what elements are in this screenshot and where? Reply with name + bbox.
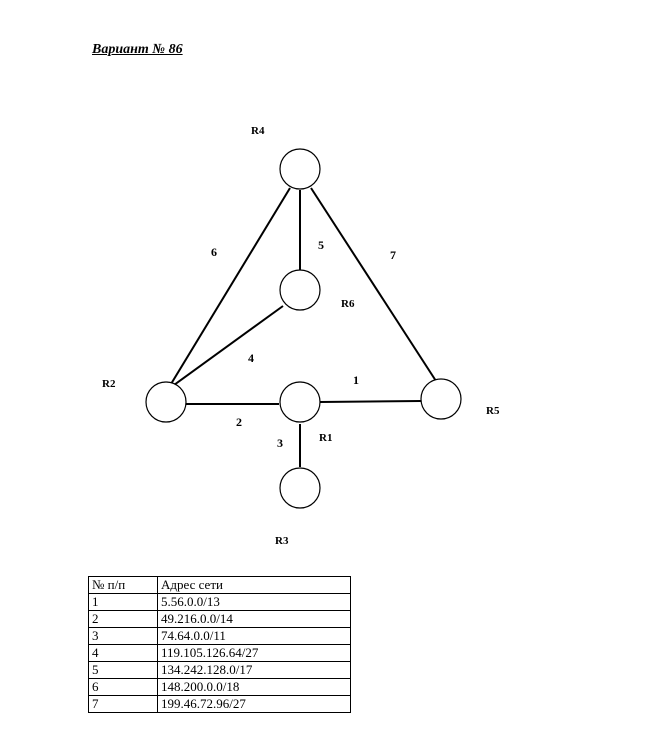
edge-7 [310, 187, 437, 382]
edge-label-5: 5 [318, 238, 324, 252]
node-label-R2: R2 [102, 378, 116, 390]
edge-6 [170, 187, 291, 385]
network-diagram: R1 R2 R3 R4 R5 R6 1 2 3 4 5 6 7 [102, 125, 500, 547]
row-address: 119.105.126.64/27 [157, 644, 351, 662]
row-number: 4 [88, 644, 158, 662]
row-number: 7 [88, 695, 158, 713]
table-row: 4 119.105.126.64/27 [88, 644, 351, 662]
table-row: 6 148.200.0.0/18 [88, 678, 351, 696]
node-R1 [279, 381, 321, 423]
row-number: 3 [88, 627, 158, 645]
node-label-R6: R6 [341, 298, 355, 310]
row-number: 6 [88, 678, 158, 696]
table-row: 3 74.64.0.0/11 [88, 627, 351, 645]
node-R3 [279, 467, 321, 509]
row-address: 74.64.0.0/11 [157, 627, 351, 645]
variant-title: Вариант № 86 [92, 42, 183, 57]
table-row: 2 49.216.0.0/14 [88, 610, 351, 628]
node-R5 [420, 378, 462, 420]
edge-label-6: 6 [211, 245, 217, 259]
table-row: 1 5.56.0.0/13 [88, 593, 351, 611]
edge-label-7: 7 [390, 248, 396, 262]
row-number: 2 [88, 610, 158, 628]
node-R6 [279, 269, 321, 311]
column-header-number: № п/п [88, 576, 158, 594]
row-address: 148.200.0.0/18 [157, 678, 351, 696]
table-row: 7 199.46.72.96/27 [88, 695, 351, 713]
edge-label-2: 2 [236, 415, 242, 429]
row-address: 199.46.72.96/27 [157, 695, 351, 713]
row-number: 5 [88, 661, 158, 679]
table-row: 5 134.242.128.0/17 [88, 661, 351, 679]
network-address-table: № п/п Адрес сети 1 5.56.0.0/13 2 49.216.… [88, 576, 351, 713]
edge-label-3: 3 [277, 436, 283, 450]
table-header-row: № п/п Адрес сети [88, 576, 351, 594]
node-R4 [279, 148, 321, 190]
row-address: 134.242.128.0/17 [157, 661, 351, 679]
row-number: 1 [88, 593, 158, 611]
node-R2 [145, 381, 187, 423]
edge-label-1: 1 [353, 373, 359, 387]
column-header-address: Адрес сети [157, 576, 351, 594]
edge-4 [173, 305, 284, 386]
row-address: 5.56.0.0/13 [157, 593, 351, 611]
node-label-R3: R3 [275, 535, 289, 547]
node-label-R1: R1 [319, 432, 332, 444]
edge-label-4: 4 [248, 351, 254, 365]
node-label-R4: R4 [251, 125, 265, 137]
edge-1 [319, 400, 422, 403]
node-label-R5: R5 [486, 405, 500, 417]
row-address: 49.216.0.0/14 [157, 610, 351, 628]
